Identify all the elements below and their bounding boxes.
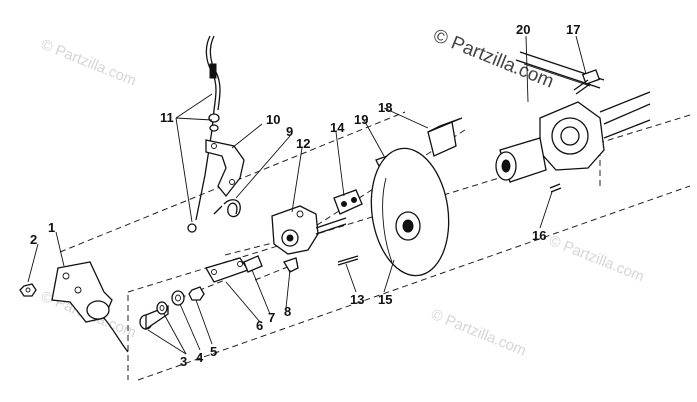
flat-washer bbox=[156, 301, 168, 315]
callout-20: 20 bbox=[516, 22, 530, 37]
callout-8: 8 bbox=[284, 304, 291, 319]
callout-6: 6 bbox=[256, 318, 263, 333]
callout-7: 7 bbox=[268, 310, 275, 325]
cable-end-fitting bbox=[187, 223, 197, 233]
callout-17: 17 bbox=[566, 22, 580, 37]
callout-3: 3 bbox=[180, 354, 187, 369]
callout-16: 16 bbox=[532, 228, 546, 243]
lock-washer bbox=[171, 290, 185, 306]
callout-labels: 1 2 3 4 5 6 7 8 9 10 11 12 13 14 15 16 1… bbox=[30, 22, 580, 369]
cable-nut-upper bbox=[208, 113, 220, 123]
retaining-clip bbox=[283, 257, 299, 273]
hex-nut bbox=[188, 286, 205, 301]
callout-19: 19 bbox=[354, 112, 368, 127]
cotter-pin bbox=[549, 183, 562, 193]
leader-lines bbox=[27, 35, 587, 355]
watermark-top-left: © Partzilla.com bbox=[39, 36, 139, 90]
watermark-top-right: © Partzilla.com bbox=[430, 25, 557, 92]
torsion-spring bbox=[213, 199, 241, 218]
lever-nut bbox=[19, 283, 37, 297]
link-pin bbox=[243, 255, 263, 273]
cable-bracket bbox=[205, 139, 245, 198]
link-plate bbox=[205, 257, 250, 283]
throttle-lever bbox=[51, 261, 129, 353]
woodruff-key bbox=[337, 255, 359, 266]
cable-nut-lower bbox=[209, 124, 219, 132]
callout-14: 14 bbox=[330, 120, 345, 135]
bushing-block bbox=[333, 189, 363, 215]
callout-2: 2 bbox=[30, 232, 37, 247]
clutch-assembly bbox=[495, 91, 651, 183]
callout-10: 10 bbox=[266, 112, 280, 127]
governor-housing bbox=[271, 205, 347, 255]
cable-ferrule-upper bbox=[209, 63, 217, 79]
callout-4: 4 bbox=[196, 350, 204, 365]
callout-5: 5 bbox=[210, 344, 217, 359]
lever-hub bbox=[86, 300, 110, 320]
callout-12: 12 bbox=[296, 136, 310, 151]
watermark-bottom-far-right: © Partzilla.com bbox=[547, 232, 647, 286]
drive-sheave bbox=[370, 147, 450, 277]
callout-1: 1 bbox=[48, 220, 55, 235]
callout-11: 11 bbox=[160, 110, 174, 125]
callout-15: 15 bbox=[378, 292, 392, 307]
cap-screw bbox=[573, 69, 601, 95]
watermark-bottom-right: © Partzilla.com bbox=[429, 306, 529, 360]
mounting-bracket bbox=[427, 117, 463, 157]
callout-13: 13 bbox=[350, 292, 364, 307]
throttle-cable bbox=[187, 35, 221, 233]
callout-9: 9 bbox=[286, 124, 293, 139]
callout-18: 18 bbox=[378, 100, 392, 115]
